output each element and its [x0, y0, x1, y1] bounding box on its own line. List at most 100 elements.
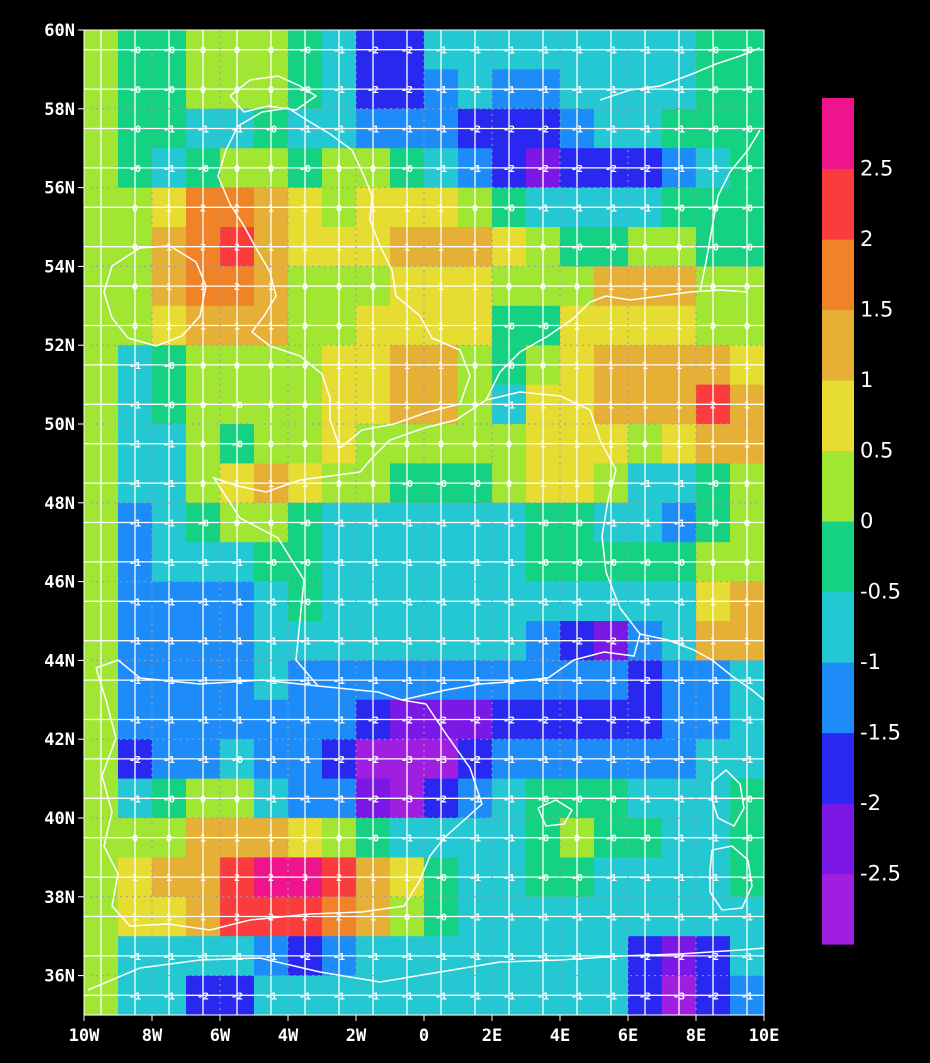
cell-value-label: -1	[503, 952, 515, 963]
cell-value-label: -1	[537, 203, 549, 214]
colorbar-swatch	[822, 803, 854, 875]
colorbar-label: 1	[860, 368, 873, 392]
cell-value-label: 0	[710, 322, 716, 333]
colorbar-swatch	[822, 380, 854, 452]
y-tick-label: 54N	[44, 257, 75, 277]
colorbar-label: -2	[860, 791, 881, 815]
cell-value-label: -1	[605, 755, 617, 766]
cell-value-label: -1	[707, 794, 719, 805]
cell-value-label: -2	[605, 164, 617, 175]
cell-value-label: -1	[231, 952, 243, 963]
cell-value-label: -0	[231, 440, 243, 451]
cell-value-label: -1	[197, 952, 209, 963]
cell-value-label: -2	[469, 716, 481, 727]
cell-value-label: -1	[265, 991, 277, 1002]
x-tick-label: 10E	[749, 1026, 780, 1046]
cell-value-label: 1	[608, 282, 614, 293]
cell-value-label: -1	[639, 794, 651, 805]
cell-value-label: -1	[469, 46, 481, 57]
cell-value-label: -1	[707, 716, 719, 727]
cell-value-label: -1	[197, 125, 209, 136]
cell-value-label: -0	[129, 85, 141, 96]
cell-value-label: -0	[571, 558, 583, 569]
cell-value-label: -0	[707, 125, 719, 136]
cell-value-label: -1	[605, 46, 617, 57]
colorbar-swatch	[822, 239, 854, 311]
cell-value-label: -0	[265, 125, 277, 136]
cell-value-label: -1	[469, 676, 481, 687]
cell-value-label: -1	[435, 597, 447, 608]
cell-value-label: -0	[163, 85, 175, 96]
cell-value-label: -1	[435, 519, 447, 530]
cell-value-label: 0	[200, 85, 206, 96]
cell-value-label: 2	[234, 243, 240, 254]
cell-value-label: -0	[231, 755, 243, 766]
cell-value-label: 1	[200, 834, 206, 845]
cell-value-label: 1	[608, 440, 614, 451]
cell-value-label: -0	[401, 479, 413, 490]
y-tick-label: 58N	[44, 100, 75, 120]
cell-value-label: -1	[673, 913, 685, 924]
y-tick-label: 48N	[44, 494, 75, 514]
cell-value-label: -3	[401, 755, 413, 766]
cell-value-label: -1	[571, 203, 583, 214]
cell-value-label: 1	[370, 203, 376, 214]
cell-value-label: -0	[673, 558, 685, 569]
cell-value-label: -1	[639, 873, 651, 884]
cell-value-label: -2	[503, 164, 515, 175]
cell-value-label: -1	[401, 519, 413, 530]
x-tick-label: 8W	[142, 1026, 163, 1046]
cell-value-label: -2	[401, 85, 413, 96]
cell-value-label: 2	[710, 400, 716, 411]
cell-value-label: -2	[537, 716, 549, 727]
cell-value-label: -1	[537, 46, 549, 57]
cell-value-label: -1	[367, 597, 379, 608]
cell-value-label: -0	[537, 794, 549, 805]
cell-value-label: 1	[200, 282, 206, 293]
cell-value-label: 1	[744, 400, 750, 411]
cell-value-label: 1	[268, 243, 274, 254]
cell-value-label: 1	[166, 873, 172, 884]
cell-value-label: 1	[166, 322, 172, 333]
cell-value-label: 1	[438, 322, 444, 333]
x-tick-label: 4E	[550, 1026, 570, 1046]
cell-value-label: -1	[401, 558, 413, 569]
cell-value-label: 0	[200, 361, 206, 372]
cell-value-label: -1	[231, 676, 243, 687]
cell-value-label: 0	[710, 282, 716, 293]
cell-value-label: 1	[608, 400, 614, 411]
cell-value-label: -1	[673, 597, 685, 608]
cell-value-label: 0	[370, 440, 376, 451]
cell-value-label: -2	[571, 164, 583, 175]
cell-value-label: -2	[333, 755, 345, 766]
cell-value-label: -2	[503, 716, 515, 727]
cell-value-label: -1	[129, 794, 141, 805]
cell-value-label: 1	[438, 282, 444, 293]
cell-value-label: -2	[367, 716, 379, 727]
cell-value-label: 0	[234, 46, 240, 57]
colorbar-label: 2	[860, 227, 873, 251]
cell-value-label: -1	[435, 85, 447, 96]
cell-value-label: -1	[435, 125, 447, 136]
x-tick-label: 2W	[346, 1026, 367, 1046]
cell-value-label: -1	[197, 755, 209, 766]
colorbar-label: 0	[860, 509, 873, 533]
cell-value-label: -1	[537, 952, 549, 963]
cell-value-label: -1	[163, 479, 175, 490]
cell-value-label: -1	[163, 755, 175, 766]
coastline-corsica	[711, 768, 745, 827]
cell-value-label: 1	[166, 913, 172, 924]
cell-value-label: -1	[503, 913, 515, 924]
cell-value-label: -1	[605, 913, 617, 924]
cell-value-label: -1	[741, 873, 753, 884]
colorbar-swatch	[822, 873, 854, 945]
cell-value-label: -0	[435, 479, 447, 490]
cell-value-label: -0	[571, 519, 583, 530]
cell-value-label: 0	[268, 440, 274, 451]
cell-value-label: -1	[503, 558, 515, 569]
cell-value-label: -0	[129, 125, 141, 136]
cell-value-label: -0	[163, 400, 175, 411]
x-tick-label: 8E	[686, 1026, 706, 1046]
cell-value-label: 0	[472, 400, 478, 411]
cell-value-label: 1	[404, 873, 410, 884]
